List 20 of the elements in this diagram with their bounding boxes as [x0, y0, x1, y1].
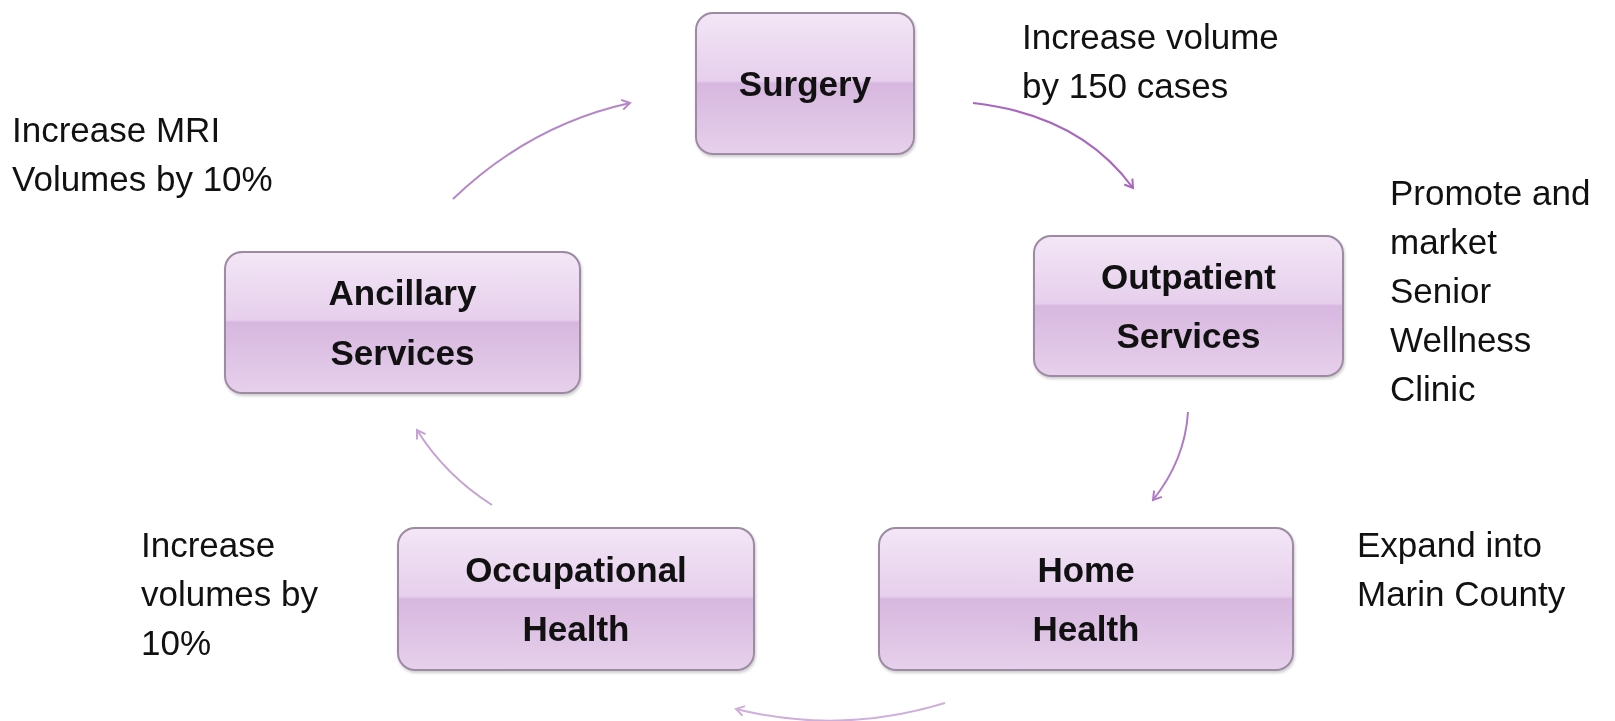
- process-box: [878, 527, 1294, 671]
- curved-arrow: [452, 99, 631, 200]
- node-label: Home Health: [1032, 548, 1140, 650]
- goal-text: Increase volumes by 10%: [141, 524, 320, 664]
- curved-arrow: [972, 102, 1134, 189]
- curved-arrow: [1152, 411, 1189, 501]
- process-box: [397, 527, 755, 671]
- node-label: Occupational Health: [465, 548, 687, 650]
- node-label: Outpatient Services: [1101, 255, 1276, 357]
- goal-text: Promote and market Senior Wellness Clinic: [1390, 172, 1592, 410]
- process-box: [1033, 235, 1344, 377]
- process-box: [224, 251, 581, 394]
- curved-arrow: [416, 429, 493, 506]
- node-label: Surgery: [738, 62, 872, 105]
- process-box: [695, 12, 915, 155]
- curved-arrow: [735, 702, 946, 721]
- goal-text: Increase volume by 150 cases: [1022, 16, 1280, 107]
- goal-text: Increase MRI Volumes by 10%: [12, 109, 274, 200]
- node-label: Ancillary Services: [328, 272, 477, 374]
- goal-text: Expand into Marin County: [1357, 524, 1567, 615]
